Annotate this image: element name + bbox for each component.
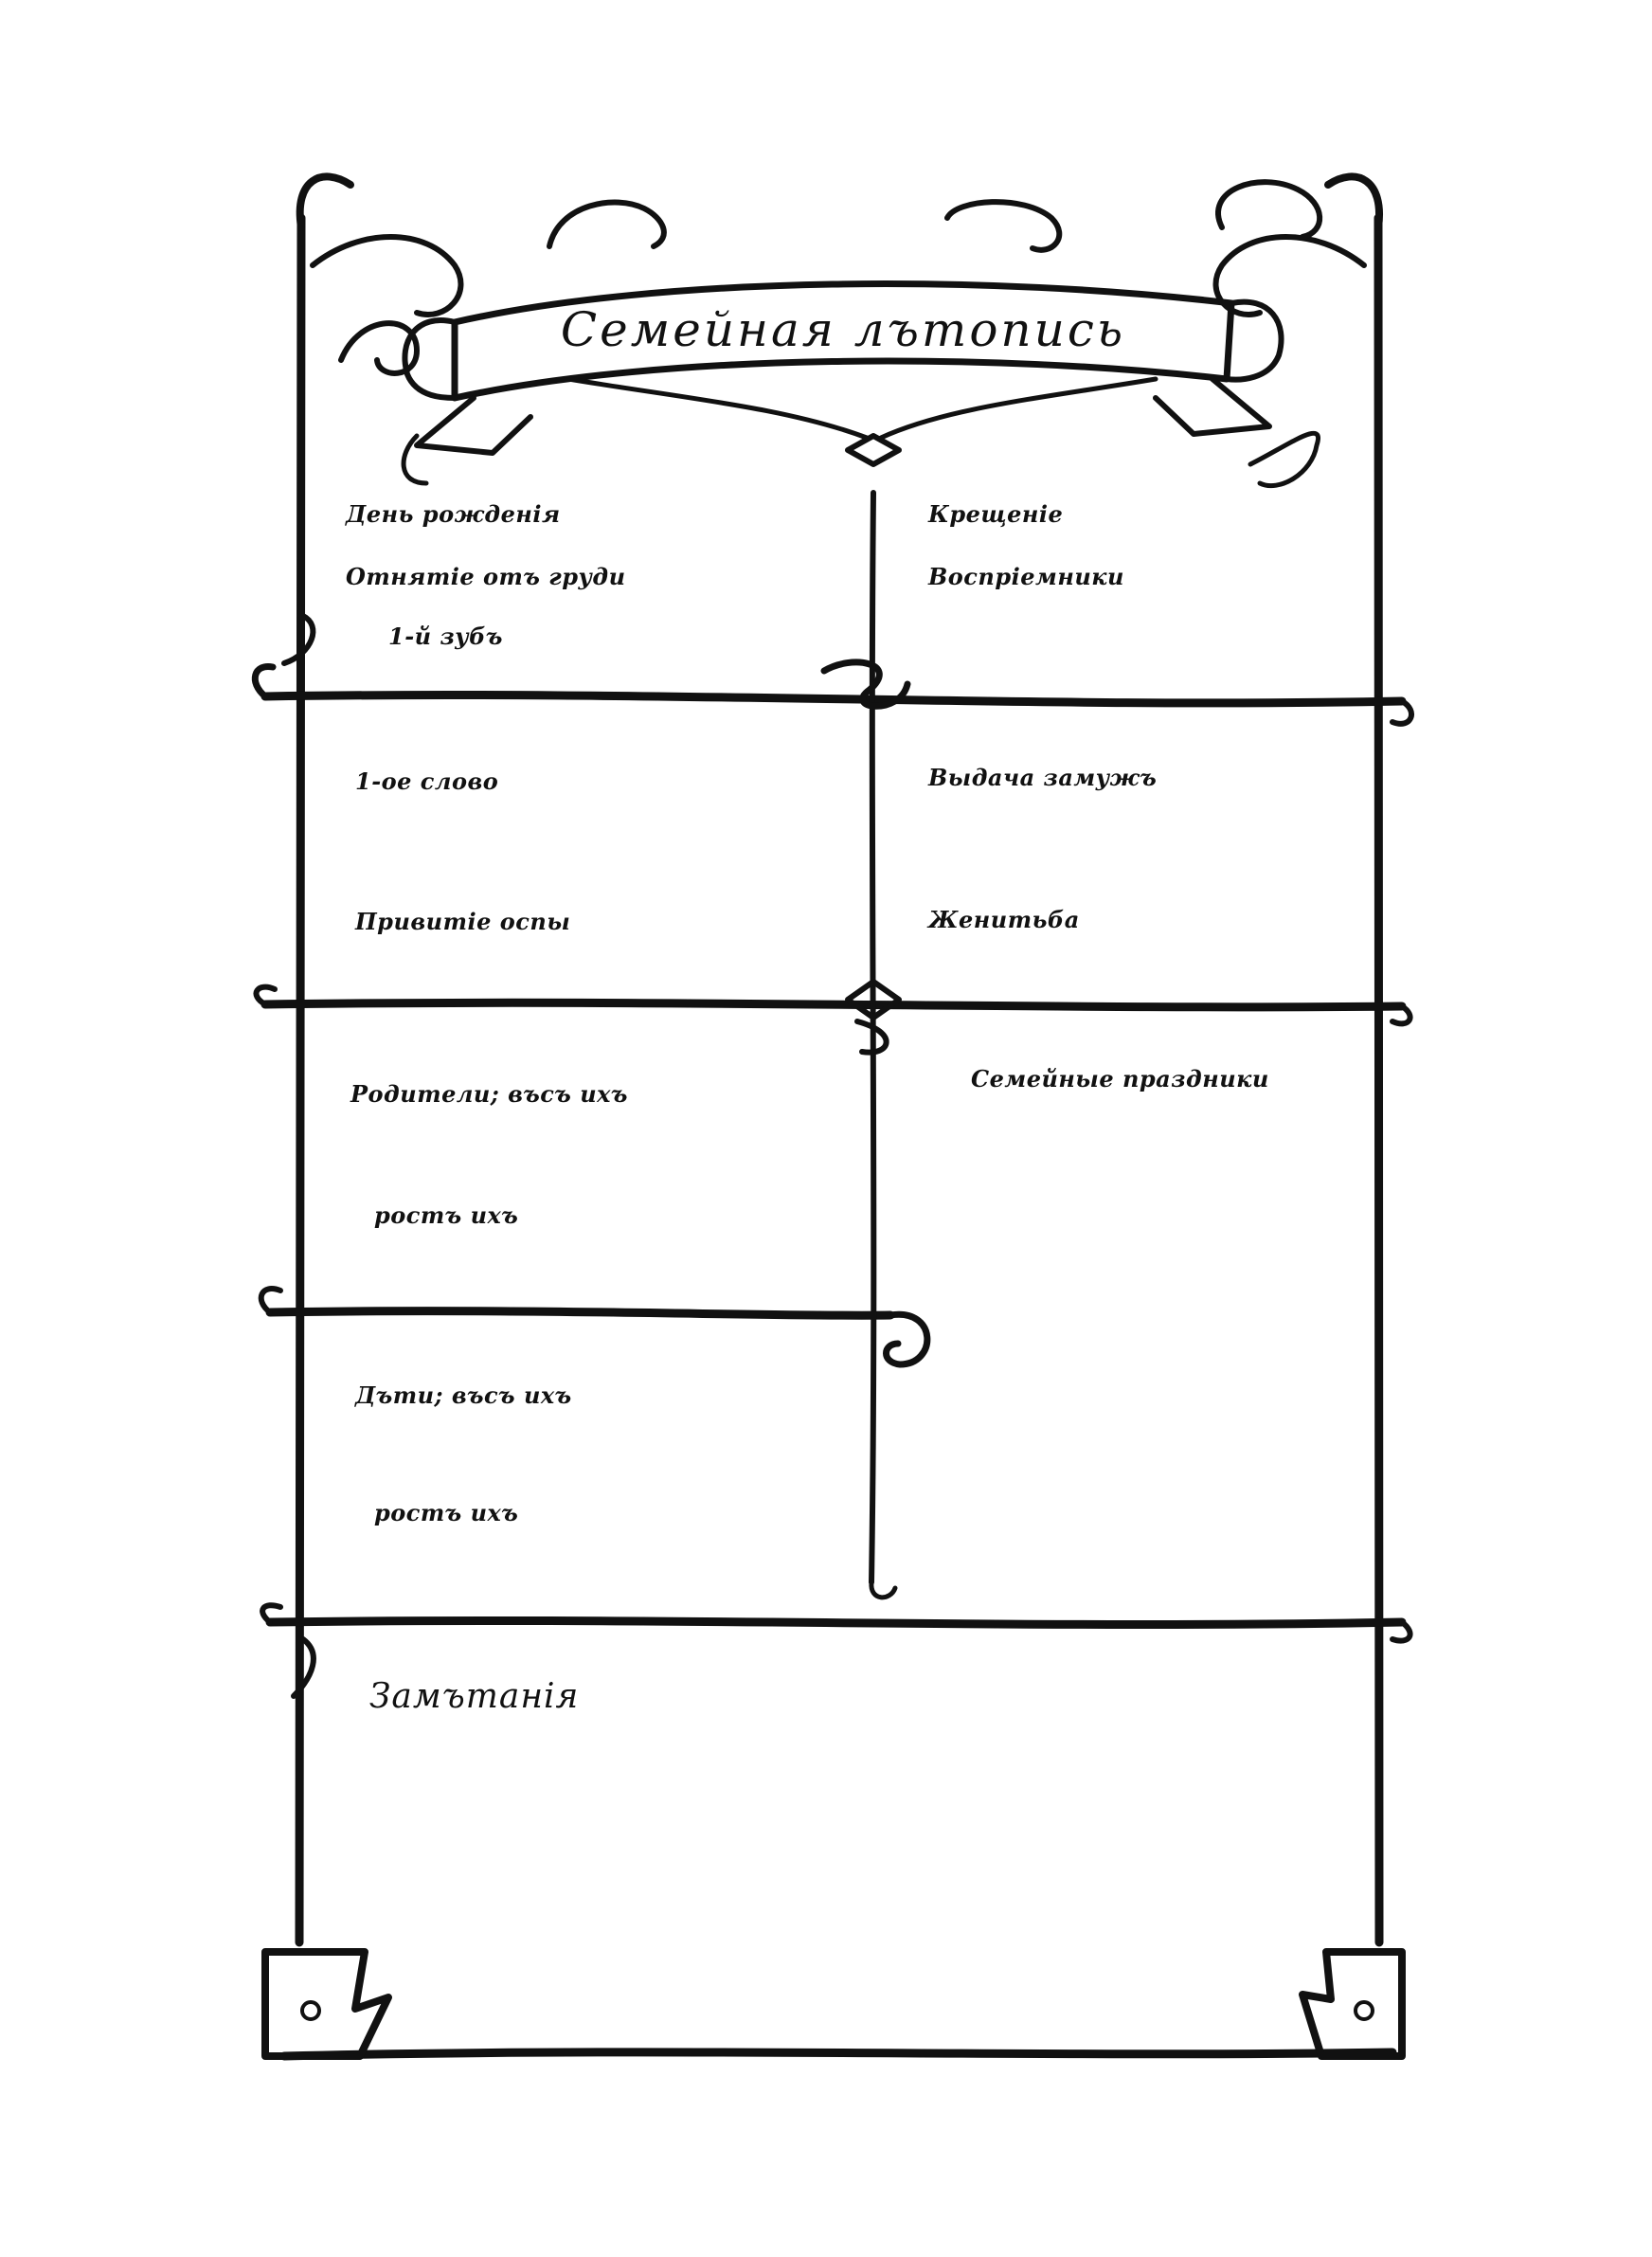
first-word-label: 1-ое слово [355, 767, 499, 795]
right-border-line [1373, 213, 1384, 1947]
divider-3 [265, 1307, 895, 1320]
marriage-female-label: Выдача замужъ [928, 764, 1158, 791]
bottom-left-plate [261, 1948, 392, 2060]
weaning-label: Отнятіе отъ груди [346, 563, 626, 590]
center-divider [869, 490, 877, 1585]
parents-height-label: ростъ ихъ [374, 1201, 519, 1229]
marriage-male-label: Женитьба [928, 906, 1080, 933]
notes-label: Замътанія [369, 1677, 580, 1716]
left-border-line [295, 213, 306, 1947]
children-weight-label: Дъти; въсъ ихъ [355, 1381, 572, 1409]
divider-1 [260, 690, 1407, 708]
divider-2 [260, 998, 1407, 1012]
baptism-label: Крещеніе [928, 500, 1064, 528]
first-tooth-label: 1-й зубъ [388, 623, 503, 650]
title-text: Семейная лътопись [561, 302, 1125, 357]
bottom-border-line [279, 2048, 1397, 2061]
parents-weight-label: Родители; въсъ ихъ [350, 1080, 628, 1108]
birthday-label: День рожденія [346, 500, 561, 528]
family-holidays-label: Семейные праздники [971, 1065, 1269, 1092]
children-height-label: ростъ ихъ [374, 1499, 519, 1526]
bottom-right-plate [1299, 1948, 1406, 2060]
vaccination-label: Привитіе оспы [355, 908, 571, 935]
divider-4 [265, 1616, 1407, 1630]
godparents-label: Воспріемники [928, 563, 1124, 590]
